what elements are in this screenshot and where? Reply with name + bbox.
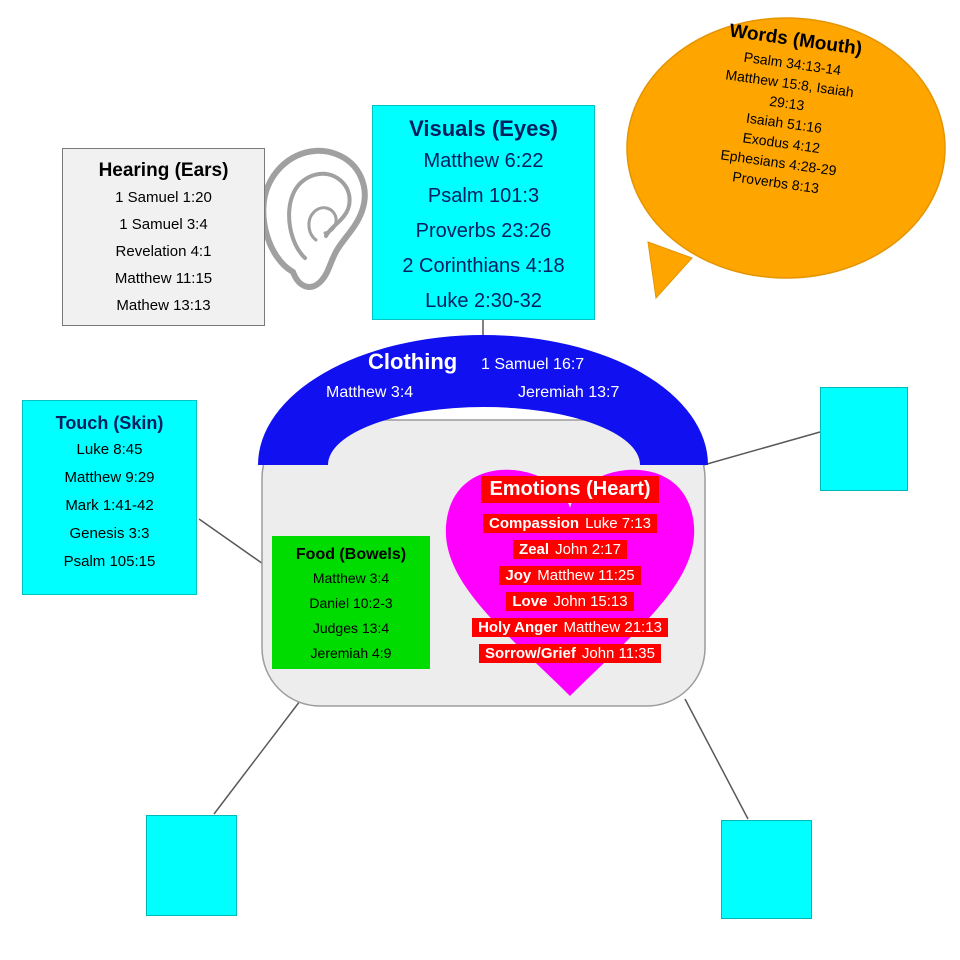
- verse-line: Psalm 105:15: [63, 553, 156, 570]
- verse-line: Luke 2:30-32: [425, 290, 542, 312]
- verse-line: 2 Corinthians 4:18: [402, 255, 565, 277]
- emotion-row: Sorrow/Grief John 11:35: [420, 644, 720, 663]
- verse-line: Psalm 101:3: [427, 185, 540, 207]
- emotion-label: Holy Anger: [478, 619, 558, 636]
- emotions-title-row: Emotions (Heart): [420, 476, 720, 503]
- emotion-verse: Luke 7:13: [585, 515, 651, 532]
- verse-line: Genesis 3:3: [69, 525, 150, 542]
- verse-line: Proverbs 23:26: [415, 220, 552, 242]
- hand-square-right: [820, 387, 908, 491]
- connector-body-to-right-hand: [699, 431, 821, 467]
- emotion-verse: John 11:35: [581, 645, 655, 662]
- emotion-row: Love John 15:13: [420, 592, 720, 611]
- emotion-verse: John 15:13: [553, 593, 628, 610]
- clothing-title: Clothing: [368, 349, 458, 374]
- food-title: Food (Bowels): [295, 546, 407, 563]
- visuals-box: Visuals (Eyes) Matthew 6:22 Psalm 101:3 …: [372, 105, 595, 320]
- connector-body-to-left-foot: [213, 700, 301, 815]
- verse-line: Judges 13:4: [312, 620, 390, 636]
- visuals-title: Visuals (Eyes): [409, 116, 558, 141]
- hearing-box: Hearing (Ears) 1 Samuel 1:20 1 Samuel 3:…: [62, 148, 265, 326]
- food-box: Food (Bowels) Matthew 3:4 Daniel 10:2-3 …: [272, 536, 430, 669]
- connector-body-to-right-foot: [684, 698, 749, 820]
- emotion-label: Zeal: [519, 541, 550, 558]
- verse-line: Luke 8:45: [76, 441, 143, 458]
- emotion-label: Compassion: [489, 515, 580, 532]
- verse-line: Matthew 3:4: [326, 384, 414, 401]
- foot-square-left: [146, 815, 237, 916]
- emotion-row: Holy Anger Matthew 21:13: [420, 618, 720, 637]
- verse-line: Daniel 10:2-3: [309, 595, 393, 611]
- verse-line: Jeremiah 13:7: [518, 384, 620, 401]
- foot-square-right: [721, 820, 812, 919]
- verse-line: 1 Samuel 1:20: [115, 189, 212, 206]
- verse-line: Mark 1:41-42: [65, 497, 154, 514]
- emotion-row: Zeal John 2:17: [420, 540, 720, 559]
- emotion-verse: Matthew 11:25: [537, 567, 635, 584]
- emotion-label: Joy: [505, 567, 532, 584]
- connector-touch-to-body: [198, 518, 267, 567]
- verse-line: Matthew 3:4: [312, 570, 390, 586]
- clothing-arch: [258, 335, 708, 465]
- ear-icon: [260, 147, 368, 290]
- verse-line: Jeremiah 4:9: [310, 645, 392, 661]
- emotion-row: Compassion Luke 7:13: [420, 514, 720, 533]
- speech-bubble: [626, 17, 946, 279]
- verse-line: 1 Samuel 16:7: [481, 356, 585, 373]
- emotion-verse: Matthew 21:13: [563, 619, 662, 636]
- touch-box: Touch (Skin) Luke 8:45 Matthew 9:29 Mark…: [22, 400, 197, 595]
- emotions-title: Emotions (Heart): [481, 476, 659, 503]
- speech-bubble-tail: [647, 241, 693, 300]
- verse-line: Matthew 6:22: [423, 150, 544, 172]
- verse-line: Mathew 13:13: [116, 297, 211, 314]
- emotion-verse: John 2:17: [555, 541, 621, 558]
- touch-title: Touch (Skin): [55, 413, 164, 433]
- emotion-label: Love: [512, 593, 548, 610]
- verse-line: 1 Samuel 3:4: [119, 216, 208, 233]
- verse-line: Revelation 4:1: [115, 243, 212, 260]
- emotion-label: Sorrow/Grief: [485, 645, 576, 662]
- emotion-row: Joy Matthew 11:25: [420, 566, 720, 585]
- hearing-title: Hearing (Ears): [98, 160, 229, 181]
- verse-line: Matthew 11:15: [114, 270, 213, 287]
- verse-line: Matthew 9:29: [64, 469, 155, 486]
